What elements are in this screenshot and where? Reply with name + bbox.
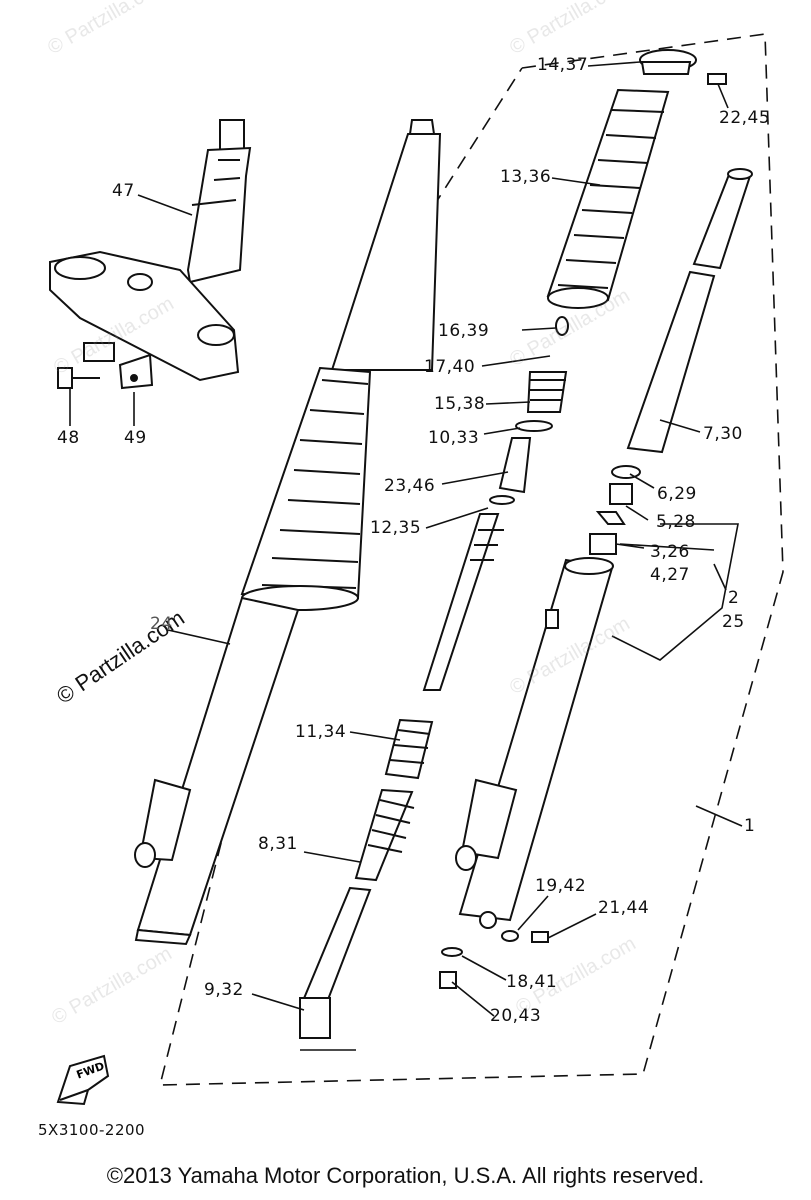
callout-label: 9,32 [204,980,244,1000]
callout-label: 13,36 [500,167,552,187]
callout-label: 10,33 [428,428,480,448]
left-fork-assembly [134,119,442,946]
callout-label: 24 [150,614,173,634]
callout-label: 48 [57,428,80,448]
callout-label: 19,42 [535,876,587,896]
left-fork-boot [240,366,372,611]
callout-label: 1 [744,816,756,836]
callout-label: 2 [728,588,740,608]
callout-label: 3,26 [650,542,690,562]
right-fork-assembly [439,49,753,989]
callout-label: 20,43 [490,1006,542,1026]
callout-label: 6,29 [657,484,697,504]
callout-label: 16,39 [438,321,490,341]
callout-label: 21,44 [598,898,650,918]
fork-internals [298,316,569,1039]
callout-label: 47 [112,181,135,201]
callout-label: 12,35 [370,518,422,538]
callout-label: 7,30 [703,424,743,444]
callout-label: 4,27 [650,565,690,585]
callout-label: 23,46 [384,476,436,496]
callout-label: 14,37 [537,55,589,75]
callout-label: 49 [124,428,147,448]
diagram-code: 5X3100-2200 [38,1121,146,1139]
callout-label: 15,38 [434,394,486,414]
callout-label: 11,34 [295,722,347,742]
leader-lines [69,61,743,1051]
steering-stem [49,119,252,390]
callout-label: 8,31 [258,834,298,854]
copyright-notice: ©2013 Yamaha Motor Corporation, U.S.A. A… [106,1163,705,1188]
fwd-arrow-icon [56,1054,110,1106]
callout-label: 17,40 [424,357,476,377]
callout-label: 18,41 [506,972,558,992]
callout-label: 22,45 [719,108,771,128]
callout-label: 25 [722,612,745,632]
callout-label: 5,28 [656,512,696,532]
